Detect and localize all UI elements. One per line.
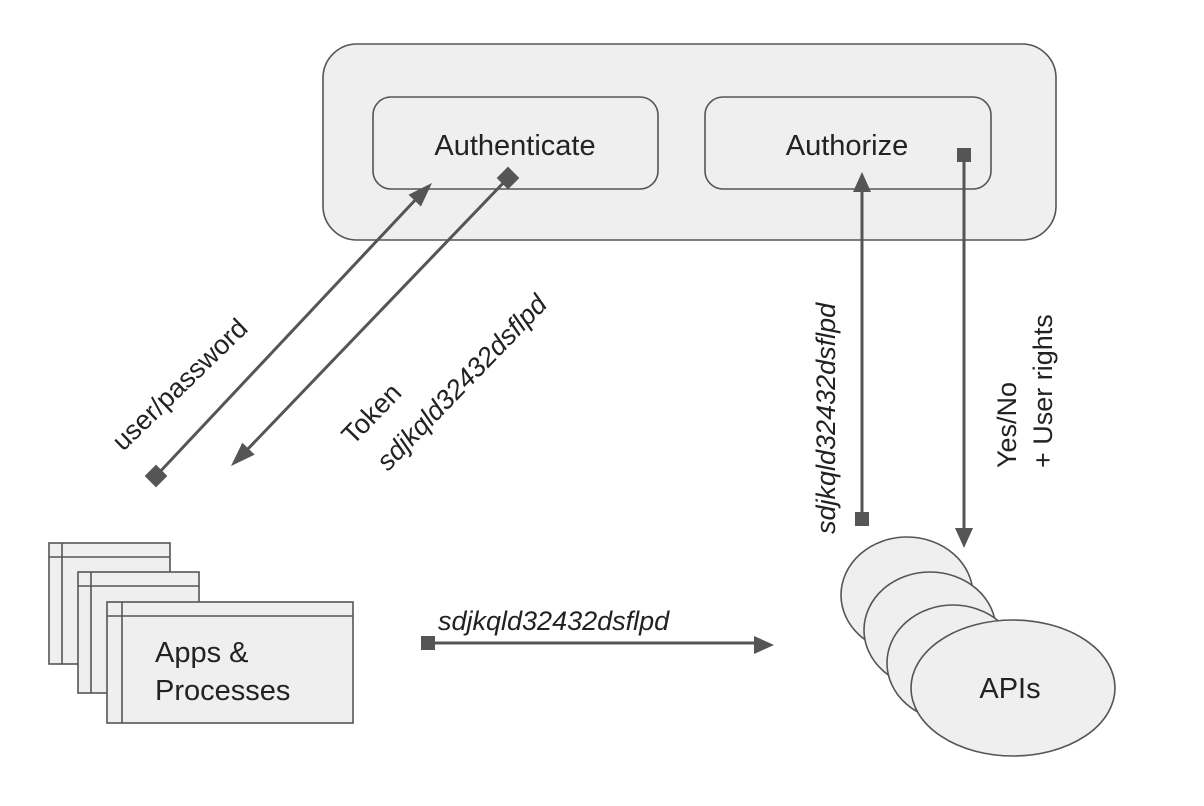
authenticate-label: Authenticate bbox=[434, 130, 595, 162]
auth-service-container bbox=[322, 43, 1057, 241]
authorize-label: Authorize bbox=[786, 130, 909, 162]
token-check-label: sdjkqld32432dsflpd bbox=[811, 302, 841, 534]
token-return-label-line2: sdjkqld32432dsflpd bbox=[371, 288, 554, 476]
app-window-front bbox=[106, 601, 354, 724]
authorization-reply-label-line2: + User rights bbox=[1028, 314, 1058, 468]
credentials-label: user/password bbox=[106, 313, 253, 457]
authorization-reply-label-line1: Yes/No bbox=[992, 382, 1022, 468]
apps-label-line2: Processes bbox=[155, 675, 290, 707]
authenticate-node: Authenticate bbox=[372, 96, 659, 190]
api-ellipse-4 bbox=[910, 619, 1116, 757]
token-check-arrow bbox=[853, 172, 871, 526]
api-call-label: sdjkqld32432dsflpd bbox=[438, 606, 670, 636]
apps-processes-node: Apps & Processes bbox=[48, 542, 354, 724]
apis-label: APIs bbox=[979, 673, 1040, 705]
authorization-reply-arrow bbox=[955, 148, 973, 548]
apis-node: APIs bbox=[840, 536, 1116, 757]
token-return-arrow bbox=[231, 166, 520, 466]
apps-label-line1: Apps & bbox=[155, 637, 249, 669]
authorize-node: Authorize bbox=[704, 96, 992, 190]
api-call-arrow bbox=[421, 636, 774, 654]
